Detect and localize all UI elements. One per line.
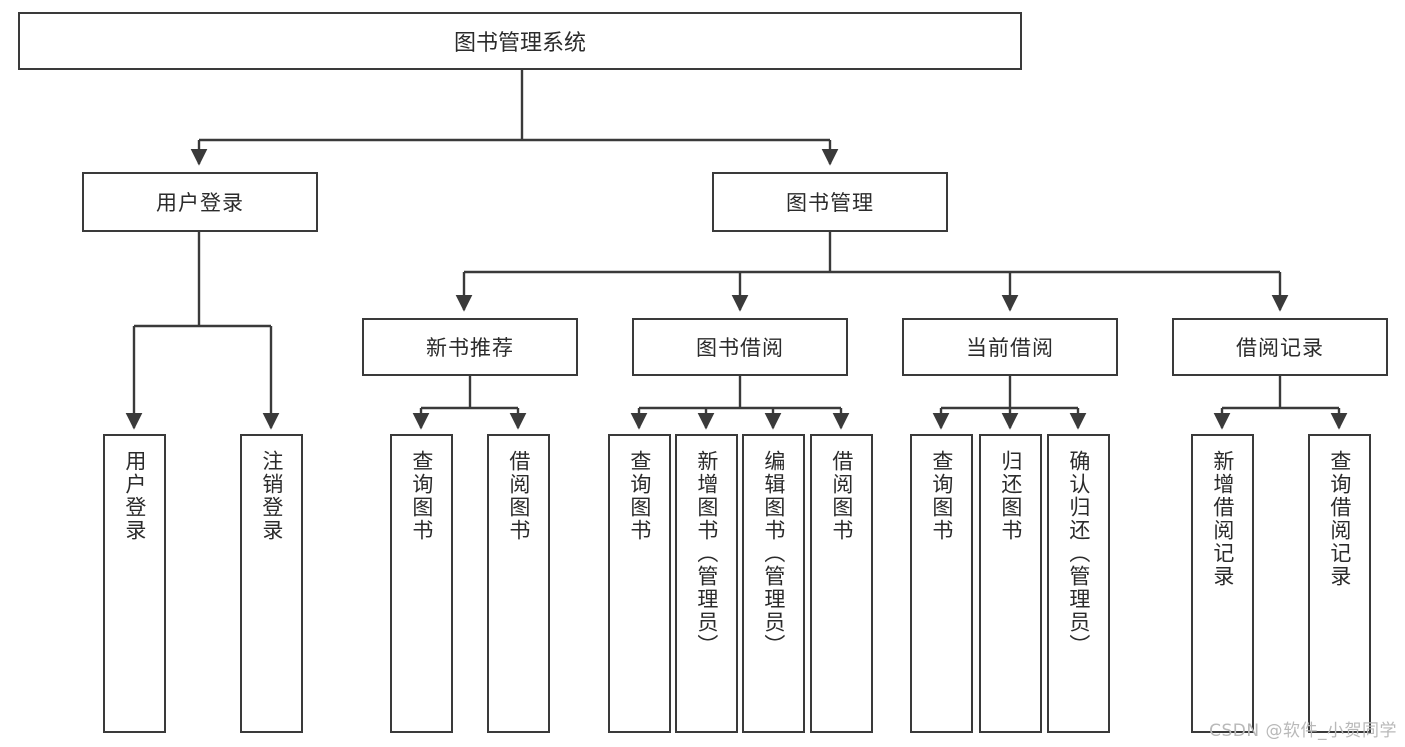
leaf-label: 查询借阅记录 — [1327, 450, 1352, 588]
leaf-label: 借阅图书 — [829, 450, 854, 542]
node-book-borrow[interactable]: 图书借阅 — [632, 318, 848, 376]
leaf-label: 新增借阅记录 — [1210, 450, 1235, 588]
leaf-user-login-logout[interactable]: 注销登录 — [240, 434, 303, 733]
node-new-book-recommend[interactable]: 新书推荐 — [362, 318, 578, 376]
leaf-current-borrow-return-book[interactable]: 归还图书 — [979, 434, 1042, 733]
node-root-book-management-system[interactable]: 图书管理系统 — [18, 12, 1022, 70]
leaf-label: 注销登录 — [259, 450, 284, 542]
leaf-current-borrow-confirm-return[interactable]: 确认归还（管理员） — [1047, 434, 1110, 733]
leaf-book-borrow-add-book[interactable]: 新增图书（管理员） — [675, 434, 738, 733]
leaf-label: 查询图书 — [929, 450, 954, 542]
leaf-label: 查询图书 — [409, 450, 434, 542]
leaf-label: 确认归还（管理员） — [1066, 450, 1091, 657]
leaf-label: 借阅图书 — [506, 450, 531, 542]
leaf-new-book-borrow-book[interactable]: 借阅图书 — [487, 434, 550, 733]
node-book-management[interactable]: 图书管理 — [712, 172, 948, 232]
node-label: 新书推荐 — [426, 336, 514, 360]
node-label: 用户登录 — [156, 191, 244, 215]
leaf-book-borrow-query-book[interactable]: 查询图书 — [608, 434, 671, 733]
leaf-label: 用户登录 — [122, 450, 147, 542]
leaf-current-borrow-query-book[interactable]: 查询图书 — [910, 434, 973, 733]
leaf-label: 归还图书 — [998, 450, 1023, 542]
node-label: 图书借阅 — [696, 336, 784, 360]
leaf-user-login-login[interactable]: 用户登录 — [103, 434, 166, 733]
node-user-login[interactable]: 用户登录 — [82, 172, 318, 232]
watermark: CSDN @软件_小贺同学 — [1209, 721, 1397, 741]
leaf-label: 新增图书（管理员） — [694, 450, 719, 657]
leaf-book-borrow-borrow-book[interactable]: 借阅图书 — [810, 434, 873, 733]
leaf-new-book-query-book[interactable]: 查询图书 — [390, 434, 453, 733]
leaf-borrow-record-add-record[interactable]: 新增借阅记录 — [1191, 434, 1254, 733]
node-label: 图书管理 — [786, 191, 874, 215]
node-label: 图书管理系统 — [453, 31, 586, 56]
node-label: 当前借阅 — [966, 336, 1054, 360]
leaf-label: 查询图书 — [627, 450, 652, 542]
node-borrow-record[interactable]: 借阅记录 — [1172, 318, 1388, 376]
leaf-book-borrow-edit-book[interactable]: 编辑图书（管理员） — [742, 434, 805, 733]
leaf-label: 编辑图书（管理员） — [761, 450, 786, 657]
node-label: 借阅记录 — [1236, 336, 1324, 360]
leaf-borrow-record-query-record[interactable]: 查询借阅记录 — [1308, 434, 1371, 733]
node-current-borrow[interactable]: 当前借阅 — [902, 318, 1118, 376]
